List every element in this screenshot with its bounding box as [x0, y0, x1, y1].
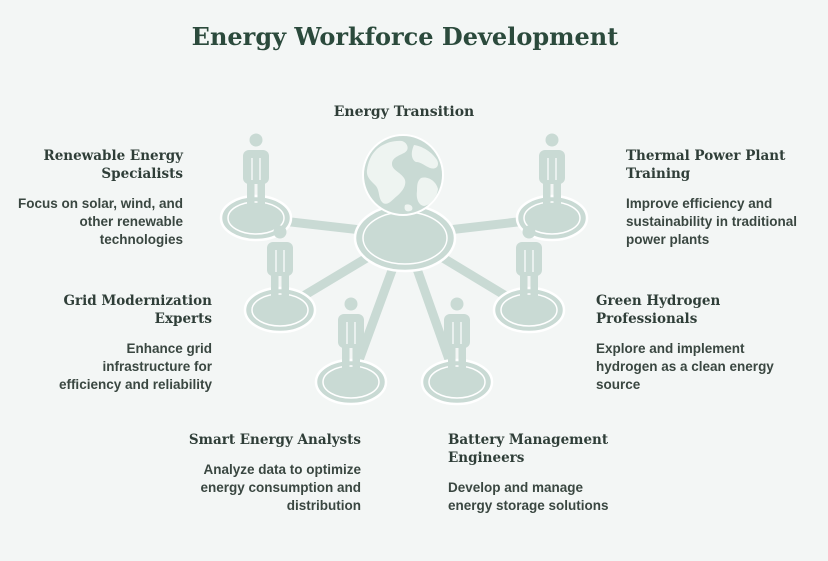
- role-description: Explore and implement hydrogen as a clea…: [596, 341, 774, 392]
- role-battery: Battery Management Engineers Develop and…: [448, 431, 628, 515]
- pedestal-outer: [420, 358, 494, 406]
- role-title: Grid Modernization Experts: [63, 293, 212, 327]
- pedestal-inner: [227, 201, 285, 235]
- pedestal-outer: [492, 286, 566, 334]
- role-description: Analyze data to optimize energy consumpt…: [200, 462, 361, 513]
- pedestal-outer: [314, 358, 388, 406]
- person-icon: [444, 297, 470, 382]
- role-title: Thermal Power Plant Training: [626, 148, 786, 182]
- pedestal-inner: [428, 365, 486, 399]
- person-node-grid: [243, 225, 317, 334]
- pedestal-inner: [322, 365, 380, 399]
- role-hydrogen: Green Hydrogen Professionals Explore and…: [596, 292, 776, 394]
- pedestal-outer: [219, 194, 293, 242]
- person-icon: [539, 133, 565, 218]
- person-icon: [267, 225, 293, 310]
- role-thermal: Thermal Power Plant Training Improve eff…: [626, 147, 811, 249]
- role-title: Smart Energy Analysts: [188, 432, 361, 448]
- role-description: Improve efficiency and sustainability in…: [626, 196, 798, 247]
- pedestal-inner: [500, 293, 558, 327]
- role-description: Focus on solar, wind, and other renewabl…: [17, 196, 183, 247]
- role-grid: Grid Modernization Experts Enhance grid …: [40, 292, 212, 394]
- role-smart: Smart Energy Analysts Analyze data to op…: [176, 431, 361, 515]
- person-node-thermal: [515, 133, 589, 242]
- person-icon: [516, 225, 542, 310]
- role-renewable: Renewable Energy Specialists Focus on so…: [10, 147, 183, 249]
- pedestal-outer: [243, 286, 317, 334]
- role-description: Develop and manage energy storage soluti…: [448, 480, 609, 513]
- hub-label: Energy Transition: [333, 104, 475, 120]
- person-icon: [338, 297, 364, 382]
- person-nodes: [219, 133, 589, 406]
- person-node-hydrogen: [492, 225, 566, 334]
- pedestal-inner: [251, 293, 309, 327]
- pedestal-inner: [523, 201, 581, 235]
- page-title: Energy Workforce Development: [191, 22, 619, 51]
- person-node-renewable: [219, 133, 293, 242]
- role-title: Green Hydrogen Professionals: [596, 293, 721, 327]
- globe-icon: [362, 134, 444, 216]
- person-node-smart: [314, 297, 388, 406]
- person-icon: [243, 133, 269, 218]
- role-description: Enhance grid infrastructure for efficien…: [58, 341, 212, 392]
- role-title: Battery Management Engineers: [448, 432, 609, 466]
- role-title: Renewable Energy Specialists: [43, 148, 183, 182]
- person-node-battery: [420, 297, 494, 406]
